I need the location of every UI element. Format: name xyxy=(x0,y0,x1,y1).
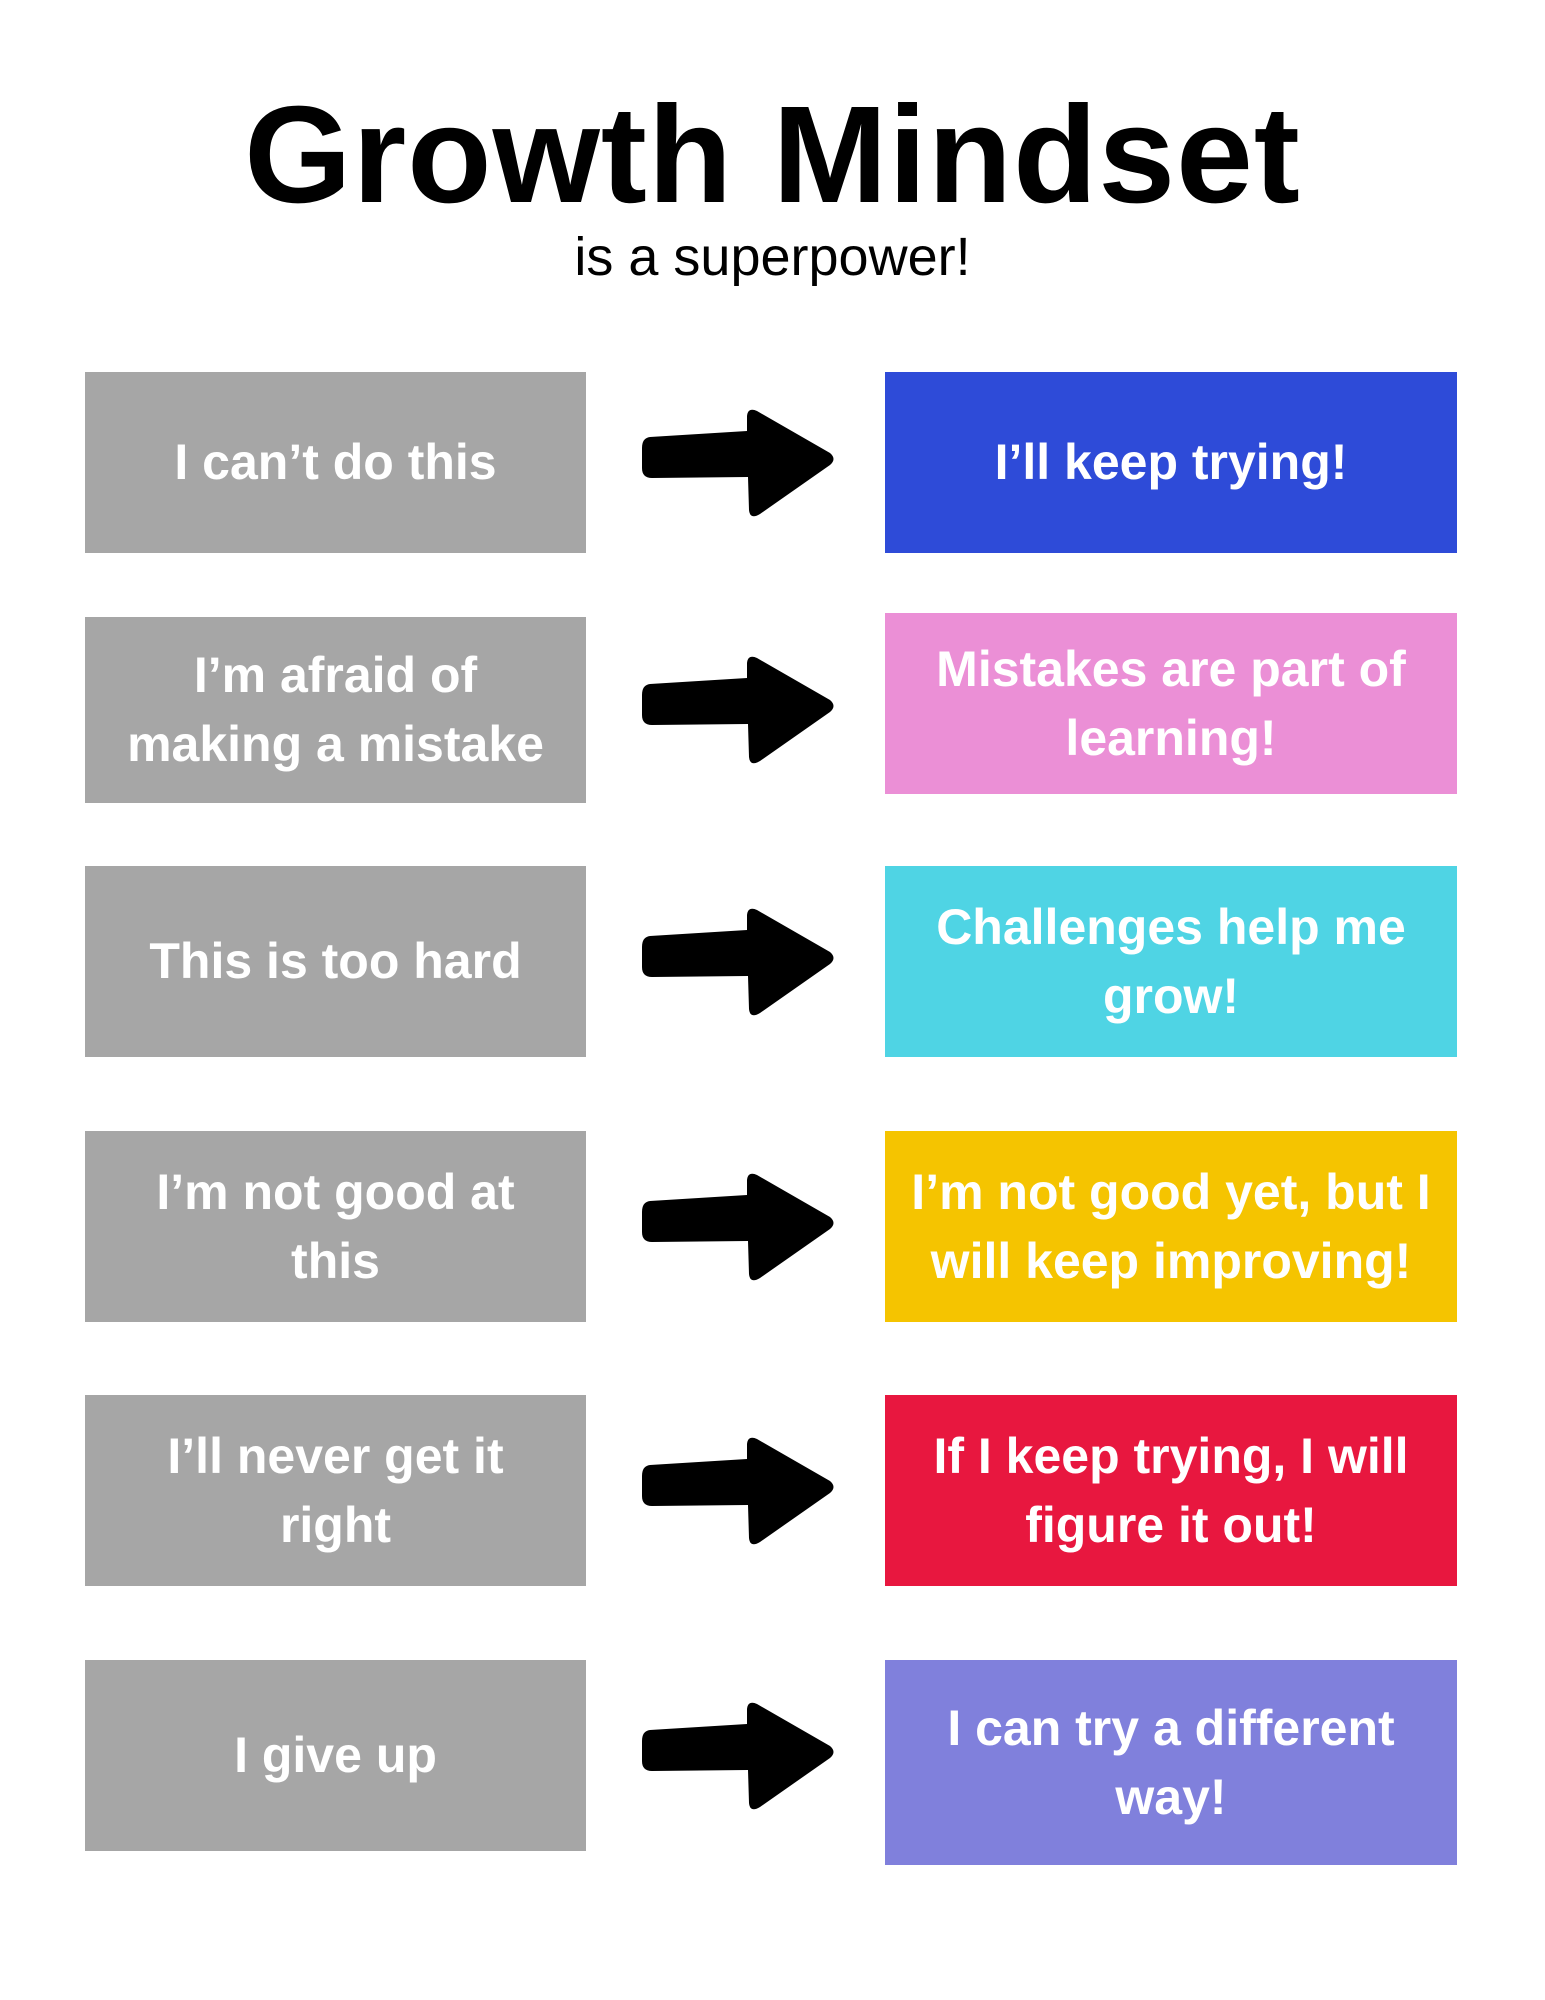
arrow-right-icon xyxy=(642,1173,834,1280)
arrow-right-icon xyxy=(642,908,834,1015)
fixed-mindset-box: I can’t do this xyxy=(85,372,586,553)
page-title: Growth Mindset xyxy=(244,78,1301,232)
fixed-mindset-box: I’m not good at this xyxy=(85,1131,586,1322)
page-subtitle: is a superpower! xyxy=(574,227,971,287)
growth-mindset-box: I’m not good yet, but I will keep improv… xyxy=(885,1131,1457,1322)
arrow-right-icon xyxy=(642,1437,834,1544)
arrow-right-icon xyxy=(642,1702,834,1809)
growth-mindset-box: Mistakes are part of learning! xyxy=(885,613,1457,794)
arrow-right-icon xyxy=(642,409,834,516)
growth-mindset-box: If I keep trying, I will figure it out! xyxy=(885,1395,1457,1586)
growth-mindset-box: I’ll keep trying! xyxy=(885,372,1457,553)
arrow-right-icon xyxy=(642,656,834,764)
fixed-mindset-box: This is too hard xyxy=(85,866,586,1057)
fixed-mindset-box: I’ll never get it right xyxy=(85,1395,586,1586)
growth-mindset-box: Challenges help me grow! xyxy=(885,866,1457,1057)
fixed-mindset-box: I give up xyxy=(85,1660,586,1851)
fixed-mindset-box: I’m afraid of making a mistake xyxy=(85,617,586,803)
growth-mindset-box: I can try a different way! xyxy=(885,1660,1457,1865)
